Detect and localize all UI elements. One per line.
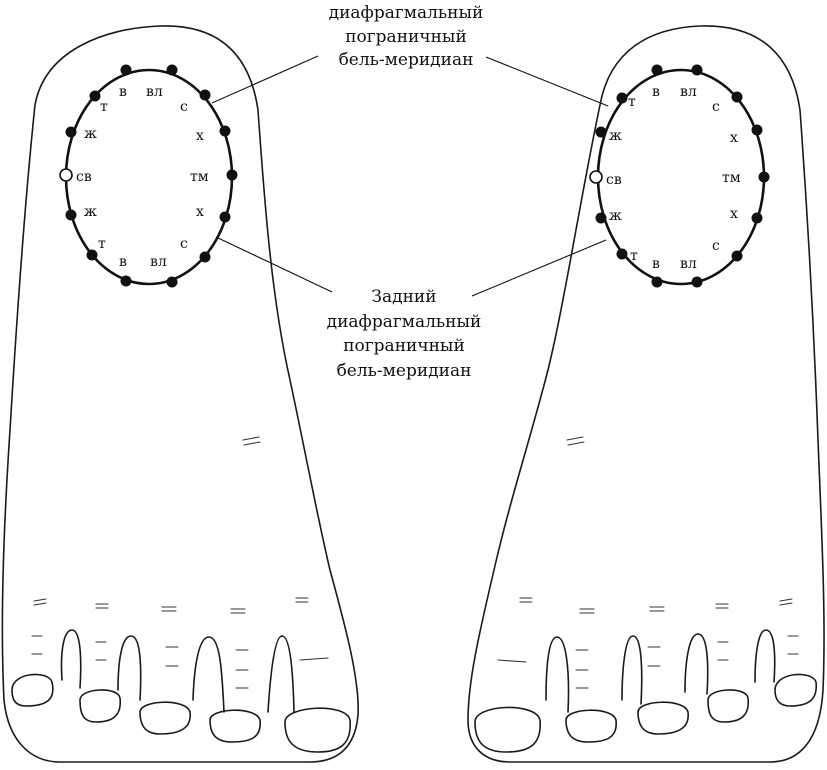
left-point-t-bot [86,249,98,261]
left-point-zh-bot [65,209,77,221]
left-label-zh-bot: ж [84,204,97,220]
caption-top: диафрагмальный пограничный бель-меридиан [329,3,484,70]
right-point-v-bot [651,276,663,288]
left-creases [31,436,329,689]
leader-bottom-right [471,239,607,297]
caption-bottom-line2: диафрагмальный [327,312,482,332]
right-nail-4 [707,689,749,723]
left-label-t-bot: т [98,236,106,252]
right-label-v-bot: в [652,256,660,272]
left-point-t-top [89,90,101,102]
right-point-tm [758,171,770,183]
leader-top-left [211,55,319,104]
left-point-h-top [219,125,231,137]
right-label-h-bot: х [730,206,738,222]
left-label-zh-top: ж [84,126,97,142]
right-nail-2 [565,709,617,743]
left-nail-1 [11,673,54,707]
right-points [589,64,770,288]
left-foot: в вл т с ж х св тм ж х т с в вл [1,25,359,763]
right-point-zh-top [595,126,607,138]
leader-bottom-left [215,236,333,293]
right-label-v-top: в [652,84,660,100]
left-label-h-top: х [196,128,204,144]
left-nail-2 [79,689,121,723]
right-point-labels: в вл т с ж х св тм ж х т с в вл [606,84,741,272]
left-point-v-bot [120,275,132,287]
caption-top-line1: диафрагмальный [329,3,484,23]
right-creases [497,436,799,689]
left-nail-3 [139,701,191,735]
left-label-h-bot: х [196,204,204,220]
caption-bottom-line3: пограничный [343,336,465,356]
left-label-s-top: с [180,99,188,115]
left-point-s-top [199,89,211,101]
right-label-tm: тм [722,170,741,186]
right-label-s-bot: с [712,238,720,254]
right-label-vl-top: вл [680,84,697,100]
left-point-zh-top [65,126,77,138]
right-point-vl-bot [691,276,703,288]
caption-bottom-line4: бель-меридиан [337,361,472,381]
right-label-t-top: т [628,94,636,110]
caption-bottom-line1: Задний [371,287,436,307]
left-nail-4 [209,709,261,743]
right-point-t-bot [616,248,628,260]
right-point-sv [589,170,603,184]
left-label-sv: св [76,169,92,185]
right-label-s-top: с [712,99,720,115]
right-label-zh-top: ж [609,128,622,144]
left-point-sv [59,168,73,182]
left-point-tm [226,169,238,181]
right-point-vl-top [691,64,703,76]
right-point-s-top [731,91,743,103]
left-point-s-bot [199,251,211,263]
caption-top-line2: пограничный [345,27,467,47]
right-point-h-bot [751,212,763,224]
right-foot-outline [467,25,825,763]
left-point-vl-top [166,64,178,76]
right-nail-1 [474,706,541,753]
right-point-v-top [651,64,663,76]
right-foot: в вл т с ж х св тм ж х т с в вл [467,25,825,763]
caption-top-line3: бель-меридиан [339,50,474,70]
right-nail-5 [774,673,817,707]
left-label-t-top: т [100,99,108,115]
right-nail-3 [637,701,689,735]
right-point-s-bot [731,250,743,262]
left-label-tm: тм [190,169,209,185]
left-foot-outline [1,25,359,763]
left-toe-gaps [60,629,295,713]
left-label-v-top: в [119,84,127,100]
right-label-t-bot: т [630,248,638,264]
left-label-v-bot: в [119,254,127,270]
left-point-labels: в вл т с ж х св тм ж х т с в вл [76,84,209,270]
right-point-t-top [616,92,628,104]
left-label-vl-bot: вл [150,254,167,270]
right-toe-gaps [545,629,776,713]
right-label-zh-bot: ж [609,208,622,224]
left-nail-5 [284,707,351,753]
left-point-v-top [120,64,132,76]
leader-lines [211,55,609,297]
right-label-sv: св [606,172,622,188]
right-label-vl-bot: вл [680,256,697,272]
leader-top-right [485,56,609,107]
right-point-zh-bot [595,212,607,224]
left-label-vl-top: вл [146,84,163,100]
caption-bottom: Задний диафрагмальный пограничный бель-м… [327,287,482,381]
left-label-s-bot: с [180,236,188,252]
left-point-h-bot [219,211,231,223]
left-point-vl-bot [166,276,178,288]
right-label-h-top: х [730,130,738,146]
left-points [59,64,238,288]
right-point-h-top [751,124,763,136]
